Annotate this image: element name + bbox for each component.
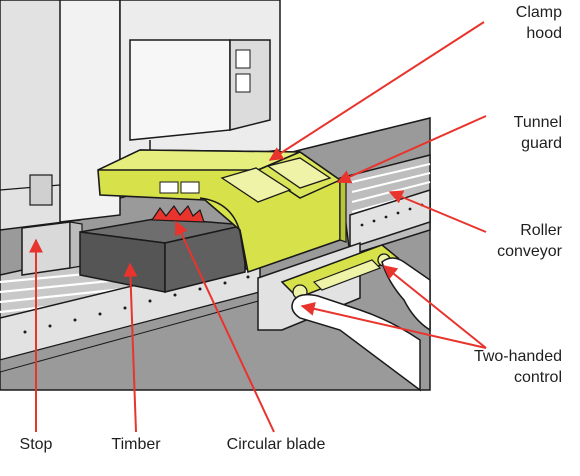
saw-frame [0,0,281,231]
label-roller-conveyor-line2: conveyor [497,243,562,260]
label-clamp-hood-line1: Clamp [515,4,562,21]
label-circular-blade: Circular blade [226,436,326,453]
circular-blade [150,204,205,223]
label-tunnel-guard: Tunnel guard [480,112,562,154]
label-two-handed-control: Two-handed control [440,346,562,388]
label-roller-conveyor: Roller conveyor [470,220,562,262]
label-clamp-hood-line2: hood [526,25,562,42]
label-roller-conveyor-line1: Roller [520,222,562,239]
arrow-roller-conveyor [388,190,487,233]
arrow-two-handed-left [300,301,487,349]
tunnel-guard-assembly [97,149,347,274]
annotation-arrows [29,21,487,433]
label-two-handed-line2: control [513,369,562,386]
timber-piece [79,217,246,293]
arrow-tunnel-guard [336,115,487,184]
label-two-handed-line1: Two-handed [473,348,562,365]
arrow-timber [123,262,138,433]
arrow-circular-blade [174,220,275,433]
stop-block [21,221,83,276]
label-stop: Stop [19,436,53,453]
roller-conveyor-right [339,154,431,256]
arrow-clamp-hood [268,21,485,161]
label-timber: Timber [111,436,161,453]
label-tunnel-guard-line2: guard [521,135,562,152]
arrow-two-handed-right [382,265,487,349]
label-tunnel-guard-line1: Tunnel [513,114,562,131]
label-clamp-hood: Clamp hood [480,2,562,44]
